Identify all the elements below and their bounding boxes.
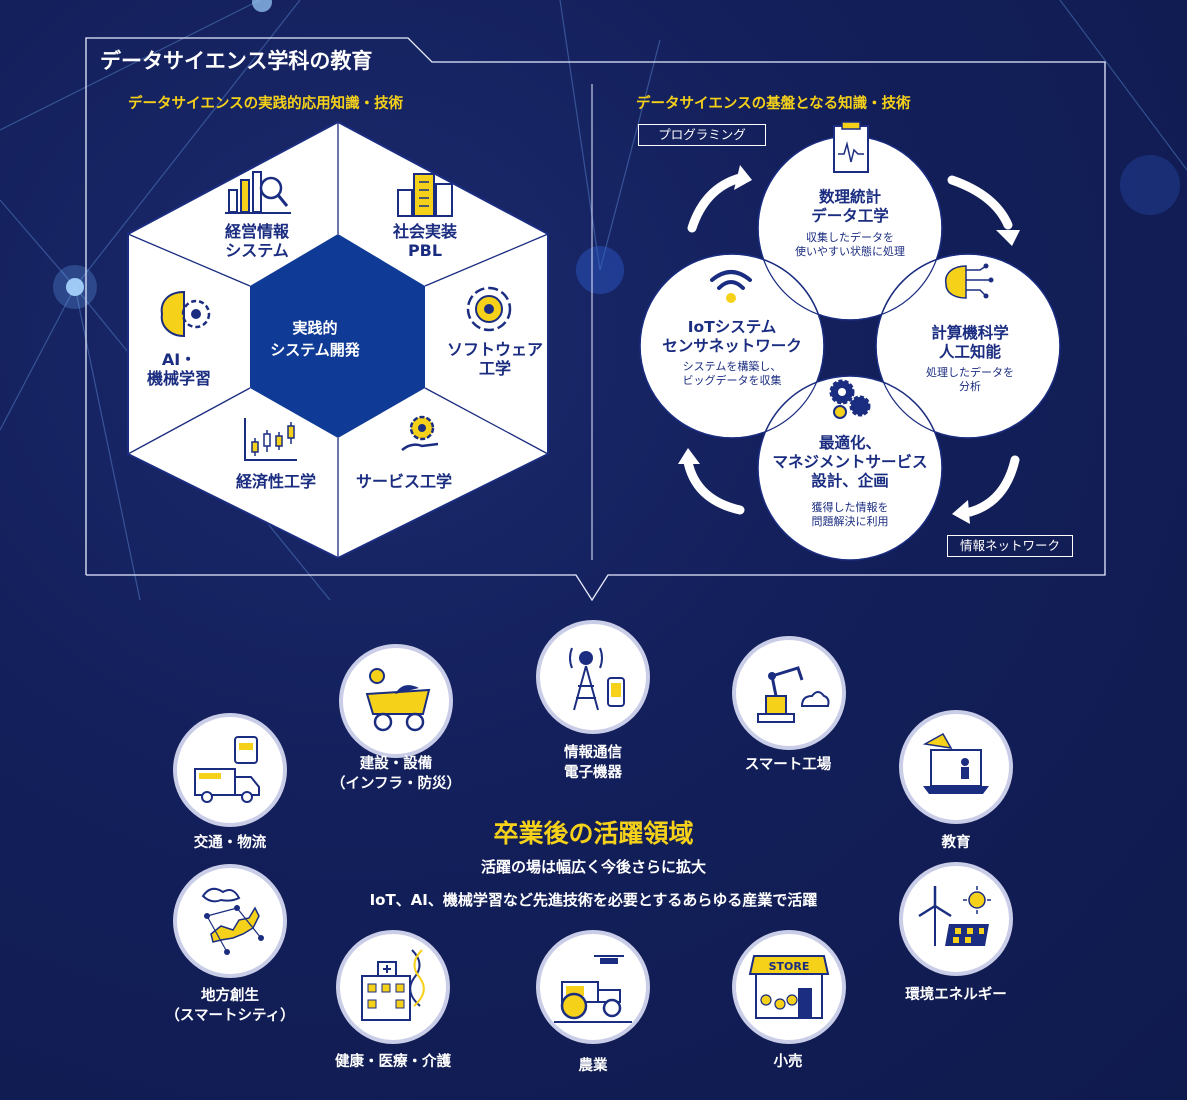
arrow-top-left <box>687 173 745 233</box>
industry-transport-label: 交通・物流 <box>193 835 267 851</box>
segment-service-engineering: サービス工学 <box>355 472 452 491</box>
hex-center <box>250 234 425 438</box>
industry-agriculture-label: 農業 <box>578 1058 608 1074</box>
arrow-top-right <box>947 175 1013 230</box>
industry-regional-label: 地方創生（スマートシティ） <box>165 988 295 1024</box>
arrow-bottom-right <box>965 455 1020 517</box>
circle-stats-desc: 収集したデータを使いやすい状態に処理 <box>795 231 905 259</box>
industry-health-label: 健康・医療・介護 <box>335 1054 451 1070</box>
store-icon: STORE <box>748 955 830 1019</box>
education-frame <box>85 37 1106 602</box>
circle-optimization-title: 最適化、マネジメントサービス設計、企画 <box>772 434 928 490</box>
industry-smart-factory-label: スマート工場 <box>744 757 832 773</box>
gears-icon <box>829 379 871 419</box>
city-buildings-icon <box>397 173 453 217</box>
hand-gear-icon <box>401 415 439 451</box>
candlestick-chart-icon <box>244 418 297 461</box>
segment-software-engineering: ソフトウェア工学 <box>446 340 543 379</box>
careers-title: 卒業後の活躍領域 <box>493 819 694 848</box>
industry-energy-label: 環境エネルギー <box>905 987 1007 1003</box>
industry-ict <box>536 620 650 734</box>
business-chart-icon <box>225 171 291 214</box>
circle-stats-title: 数理統計データ工学 <box>811 188 889 225</box>
industry-smart-factory <box>732 636 846 750</box>
industry-construction <box>339 644 453 758</box>
cycle-diagram <box>639 135 1061 561</box>
hospital-dna-icon <box>361 949 425 1021</box>
segment-economic-engineering: 経済性工学 <box>235 472 316 491</box>
industry-regional <box>173 864 287 978</box>
store-sign-text: STORE <box>769 960 810 973</box>
wind-solar-icon <box>918 886 991 946</box>
radio-tower-icon <box>569 647 625 711</box>
industry-transport <box>173 713 287 827</box>
industry-construction-label: 建設・設備（インフラ・防災） <box>330 756 462 792</box>
frame-title: データサイエンス学科の教育 <box>100 49 373 73</box>
wifi-icon <box>710 270 752 303</box>
tractor-drone-icon <box>554 955 632 1023</box>
circle-optimization-desc: 獲得した情報を問題解決に利用 <box>811 501 889 529</box>
industry-retail-label: 小売 <box>773 1054 803 1070</box>
circle-iot-desc: システムを構築し、ビッグデータを収集 <box>682 360 782 388</box>
software-chip-icon <box>466 286 512 332</box>
hex-center-label: 実践的 システム開発 <box>270 319 360 359</box>
clipboard-chart-icon <box>833 121 869 173</box>
industry-agriculture <box>536 930 650 1044</box>
tag-programming: プログラミング <box>638 124 766 146</box>
left-section-title: データサイエンスの実践的応用知識・技術 <box>128 96 404 112</box>
brain-gear-icon <box>160 290 211 338</box>
circuit-brain-icon <box>944 263 994 299</box>
japan-map-network-icon <box>201 887 264 955</box>
truck-train-icon <box>194 736 260 803</box>
careers-line1: 活躍の場は幅広く今後さらに拡大 <box>480 858 706 876</box>
industry-energy <box>899 862 1013 976</box>
industry-ict-label: 情報通信電子機器 <box>564 745 622 781</box>
tag-info-network: 情報ネットワーク <box>947 535 1073 557</box>
right-section-title: データサイエンスの基盤となる知識・技術 <box>636 96 911 112</box>
robot-arm-icon <box>757 666 830 723</box>
segment-business-info-system: 経営情報システム <box>224 222 289 261</box>
hexagon-diagram <box>127 120 549 560</box>
circle-cs-ai-title: 計算機科学人工知能 <box>931 324 1009 361</box>
arrow-bottom-left <box>683 457 745 515</box>
industry-health <box>336 930 450 1044</box>
laptop-teacher-icon <box>922 732 989 794</box>
circle-optimization <box>757 375 943 561</box>
circle-cs-ai-desc: 処理したデータを分析 <box>926 366 1014 394</box>
segment-ai-machine-learning: AI・機械学習 <box>146 350 211 389</box>
dump-truck-icon <box>365 668 431 732</box>
industry-education-label: 教育 <box>941 835 971 851</box>
industry-education <box>899 710 1013 824</box>
circle-iot-title: IoTシステムセンサネットワーク <box>662 318 802 355</box>
industry-retail: STORE <box>732 930 846 1044</box>
careers-line2: IoT、AI、機械学習など先進技術を必要とするあらゆる産業で活躍 <box>369 891 818 909</box>
